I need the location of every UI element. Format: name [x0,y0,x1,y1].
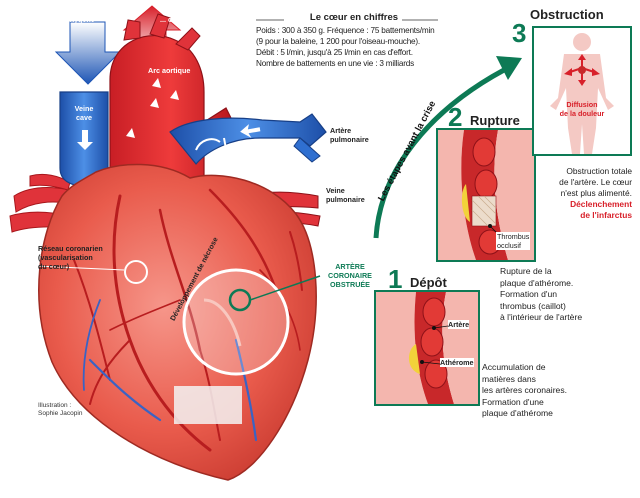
heart-body [38,163,317,481]
vena-cava-arrow-icon [77,130,93,150]
step2-title: Rupture [470,113,520,128]
step1-artery-label: Artère [448,320,470,329]
aortic-arch-label: Arc aortique [148,66,191,75]
steps-arrow [373,67,506,239]
step2-artery-illustration [438,130,534,260]
step3-number: 3 [512,18,527,48]
step3-title: Obstruction [530,7,604,22]
deoxygenated-label: SANG...... désoxygéné [45,6,95,24]
steps-arrowhead-icon [496,56,522,80]
oxygenated-label: SANG...... oxygéné [160,6,198,24]
aorta-arrows [126,78,179,138]
step1-artery-illustration [376,292,478,404]
figures-block: Le cœur en chiffres Poids : 300 à 350 g.… [256,12,452,69]
step1-atheroma-label: Athérome [440,358,474,367]
necrosis-magnifier [182,268,290,376]
pulmonary-artery [169,113,327,165]
step1-panel: Artère Athérome [374,290,480,406]
step1-title: Dépôt [410,275,447,290]
deoxygenated-arrow-icon [54,21,122,85]
step1-number: 1 [388,264,403,294]
figures-lines: Poids : 300 à 350 g. Fréquence : 75 batt… [256,26,435,68]
coronary-network-marker [124,260,148,284]
figures-title: Le cœur en chiffres [309,12,399,23]
step2-number: 2 [448,102,463,132]
illustration-credit: Illustration :Sophie Jacopin [38,402,83,417]
step3-body-illustration [550,33,614,154]
